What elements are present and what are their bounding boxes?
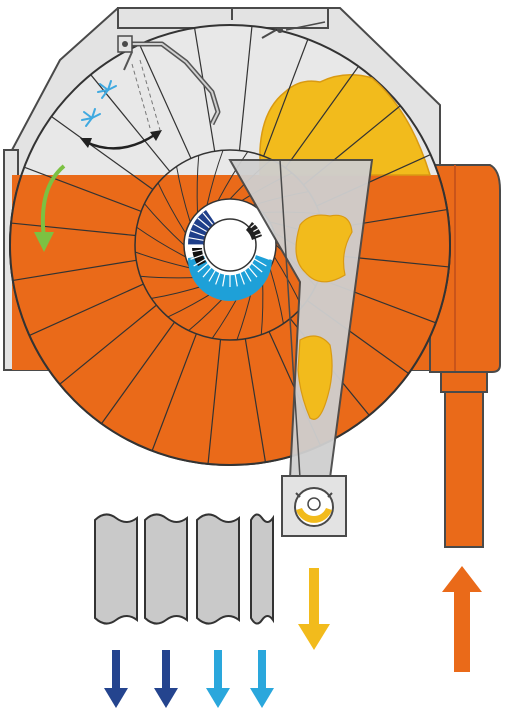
disc-sector-line xyxy=(51,116,154,191)
valve-tick xyxy=(234,271,238,287)
valve-tick xyxy=(238,270,245,285)
valve-tick xyxy=(256,237,272,241)
spray-icon xyxy=(81,80,117,127)
valve-tick xyxy=(242,268,252,282)
valve-tick xyxy=(202,212,214,225)
valve-tick xyxy=(246,265,258,278)
valve-tick xyxy=(255,253,270,260)
cake-chunk-upper xyxy=(295,214,353,283)
valve-tick xyxy=(253,223,267,233)
disc-sector-line xyxy=(284,66,359,169)
slurry-feed-arrow xyxy=(442,566,482,672)
hub-spoke xyxy=(196,155,200,213)
hub-spoke xyxy=(157,182,186,234)
valve-tick xyxy=(208,208,218,222)
curved-down-arrow-icon xyxy=(34,164,66,252)
valve-tick xyxy=(202,265,214,278)
spray-nozzle-2 xyxy=(81,108,101,127)
valve-tick xyxy=(253,257,267,267)
disc-sector-line xyxy=(11,222,136,237)
cake-chunk-lower xyxy=(297,335,333,420)
valve-tick xyxy=(238,205,245,220)
disc-sector-line xyxy=(263,39,309,157)
up-arrow-icon xyxy=(442,566,482,672)
valve-tick xyxy=(188,249,204,253)
disc-sector-lines xyxy=(11,26,449,464)
valve-tick xyxy=(193,223,207,233)
valve-tick xyxy=(234,203,238,219)
down-arrow-icon xyxy=(112,650,120,690)
control-valve xyxy=(183,198,277,302)
hub-spoke xyxy=(144,203,185,246)
down-arrow-icon-head xyxy=(104,688,128,708)
disc-sector-line xyxy=(207,339,222,464)
down-arrow-icon-head xyxy=(206,688,230,708)
filtrate-outlet-3 xyxy=(196,513,240,708)
valve-tick xyxy=(256,249,272,253)
valve-tick xyxy=(190,230,205,237)
hub-spoke xyxy=(217,151,249,201)
valve-tick xyxy=(190,253,205,260)
filter-cake xyxy=(259,74,432,176)
valve-tick xyxy=(222,203,226,219)
filtrate-outlet-1 xyxy=(94,513,138,708)
filtrate-pipe xyxy=(196,513,240,625)
filtrate-outlets xyxy=(94,513,274,708)
hub-spoke xyxy=(206,150,224,206)
filtrate-pipe xyxy=(250,513,274,625)
hub-spoke xyxy=(176,166,191,223)
hub-spoke xyxy=(136,226,186,258)
spray-bar xyxy=(117,21,326,131)
valve-tick xyxy=(222,271,226,287)
valve-tick xyxy=(208,268,218,282)
curved-double-arrow-icon xyxy=(80,130,162,150)
valve-tick xyxy=(215,270,222,285)
down-arrow-icon xyxy=(258,650,266,690)
valve-tick xyxy=(188,237,204,241)
valve-tick xyxy=(197,261,210,273)
valve-tick xyxy=(215,205,222,220)
disc-sector-line xyxy=(139,44,192,159)
disc-sector-line xyxy=(12,259,137,282)
hub-spoke xyxy=(140,275,198,279)
spray-nozzle-1 xyxy=(97,80,117,99)
filtrate-outlet-4 xyxy=(250,513,274,708)
disc-sector-line xyxy=(193,27,216,152)
valve-tick xyxy=(255,230,270,237)
down-arrow-icon-head xyxy=(250,688,274,708)
disc-sector-line xyxy=(244,338,267,463)
filtrate-pipe xyxy=(144,513,188,625)
hub-spoke xyxy=(269,267,284,324)
cake-discharge-arrow xyxy=(298,568,330,650)
feed-pipe xyxy=(444,371,484,548)
valve-tick xyxy=(193,257,207,267)
filtrate-pipe xyxy=(94,513,138,625)
valve-tick xyxy=(197,217,210,229)
down-arrow-icon xyxy=(214,650,222,690)
valve-tick xyxy=(250,261,263,273)
down-arrow-icon-head xyxy=(154,688,178,708)
disc-sector-line xyxy=(29,283,144,336)
filtrate-outlet-2 xyxy=(144,513,188,708)
disc-sector-line xyxy=(59,304,157,385)
disc-sector-line xyxy=(101,321,176,424)
disc-sector-line xyxy=(24,166,142,212)
valve-tick xyxy=(242,208,252,222)
hub-spoke xyxy=(135,251,191,269)
valve-tick xyxy=(250,217,263,229)
down-arrow-icon xyxy=(162,650,170,690)
down-arrow-icon xyxy=(298,568,330,650)
disc-sector-line xyxy=(151,333,197,451)
valve-tick xyxy=(246,212,258,225)
cake-discharge-chute xyxy=(228,159,374,537)
disc-sector-line xyxy=(238,26,253,151)
